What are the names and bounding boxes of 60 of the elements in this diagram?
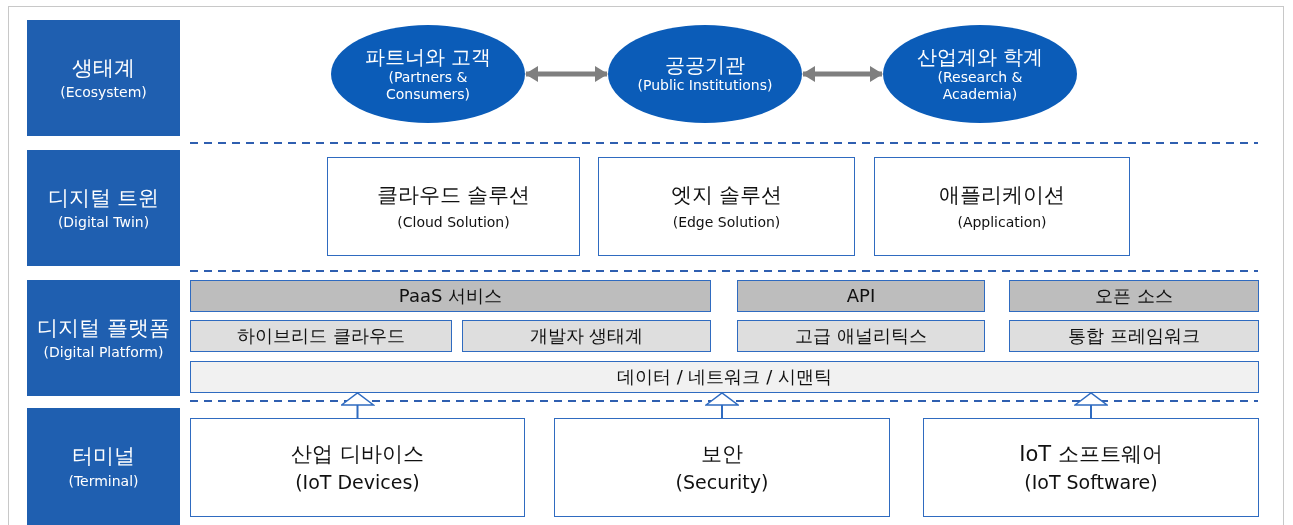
ellipse-title: 산업계와 학계 <box>916 46 1044 70</box>
ellipse-subtitle: (Partners & Consumers) <box>384 69 472 102</box>
box-subtitle: (IoT Software) <box>1024 471 1158 494</box>
ecosystem-ellipse <box>882 24 1078 124</box>
box-subtitle: (Application) <box>957 213 1047 230</box>
box-title: 엣지 솔루션 <box>670 183 783 208</box>
box-subtitle: (Cloud Solution) <box>397 213 510 230</box>
box-label: 하이브리드 클라우드 <box>237 325 405 347</box>
box-title: IoT 소프트웨어 <box>1019 441 1163 466</box>
layer-label-box <box>27 408 180 525</box>
ecosystem-ellipse <box>330 24 526 124</box>
layer-label-box <box>27 150 180 266</box>
box-label: 개발자 생태계 <box>529 325 644 347</box>
terminal-box <box>190 418 525 517</box>
box-title: 애플리케이션 <box>939 183 1065 208</box>
component-box <box>462 320 711 352</box>
component-box <box>737 320 985 352</box>
ellipse-subtitle: (Public Institutions) <box>636 77 774 94</box>
box-subtitle: (IoT Devices) <box>295 471 420 494</box>
terminal-box <box>923 418 1259 517</box>
service-box <box>1009 280 1259 312</box>
double-arrow <box>802 66 883 82</box>
ecosystem-ellipse <box>607 24 803 124</box>
layer-title: 터미널 <box>72 444 135 469</box>
box-label: 오픈 소스 <box>1095 285 1173 307</box>
box-subtitle: (Security) <box>675 471 769 494</box>
box-title: 산업 디바이스 <box>291 441 424 466</box>
component-box <box>190 320 452 352</box>
box-label: 고급 애널리틱스 <box>795 325 927 347</box>
box-title: 클라우드 솔루션 <box>376 183 531 208</box>
bar-label: 데이터 / 네트워크 / 시맨틱 <box>617 366 832 388</box>
up-arrow <box>705 392 739 419</box>
layer-subtitle: (Digital Twin) <box>57 214 150 231</box>
up-arrow <box>340 392 375 419</box>
solution-box <box>327 157 580 256</box>
layer-subtitle: (Ecosystem) <box>60 84 147 101</box>
box-label: PaaS 서비스 <box>398 285 503 307</box>
data-layer-bar <box>190 361 1259 393</box>
box-label: API <box>846 285 876 307</box>
up-arrow <box>1074 392 1108 419</box>
ellipse-subtitle: (Research & Academia) <box>936 69 1024 102</box>
box-subtitle: (Edge Solution) <box>672 213 781 230</box>
service-box <box>190 280 711 312</box>
service-box <box>737 280 985 312</box>
layer-title: 디지털 트윈 <box>47 185 160 210</box>
solution-box <box>598 157 855 256</box>
ellipse-title: 파트너와 고객 <box>364 46 492 70</box>
terminal-box <box>554 418 890 517</box>
ellipse-title: 공공기관 <box>665 54 745 78</box>
solution-box <box>874 157 1130 256</box>
double-arrow <box>525 66 608 82</box>
component-box <box>1009 320 1259 352</box>
layer-title: 디지털 플랫폼 <box>37 315 170 340</box>
layer-subtitle: (Terminal) <box>68 472 139 489</box>
layer-label-box <box>27 20 180 136</box>
layer-title: 생태계 <box>72 55 135 80</box>
box-label: 통합 프레임워크 <box>1068 325 1200 347</box>
box-title: 보안 <box>701 441 743 466</box>
layer-label-box <box>27 280 180 396</box>
layer-subtitle: (Digital Platform) <box>43 344 164 361</box>
